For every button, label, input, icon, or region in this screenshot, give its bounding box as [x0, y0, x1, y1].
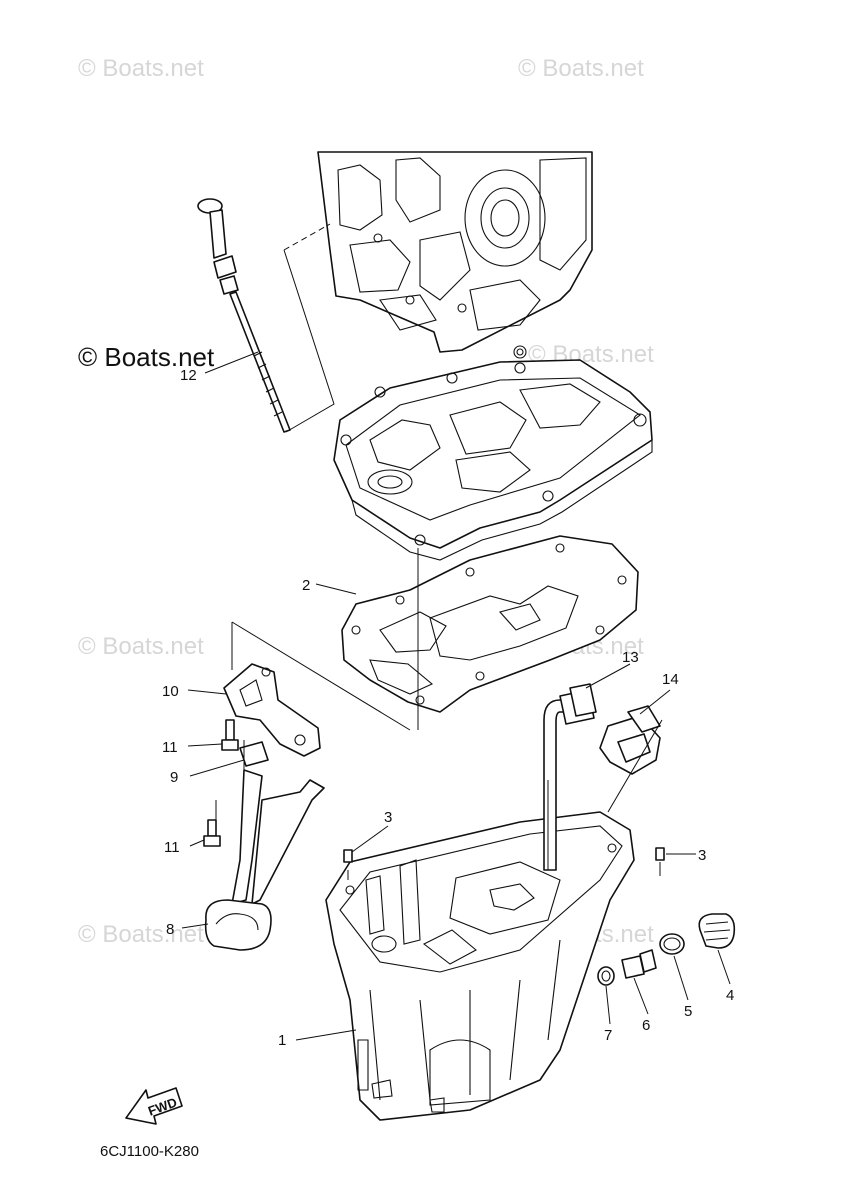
fwd-arrow: FWD [125, 1087, 183, 1125]
callout-6: 6 [642, 1017, 650, 1034]
bolts [203, 719, 239, 847]
callout-11-upper: 11 [162, 739, 178, 756]
dipstick [197, 198, 291, 433]
watermark-top-right: © Boats.net [518, 55, 644, 82]
callout-5: 5 [684, 1003, 692, 1020]
oil-pan [325, 811, 635, 1121]
callout-7: 7 [604, 1027, 612, 1044]
callout-12: 12 [180, 367, 197, 384]
watermark-left-lower: © Boats.net [78, 921, 204, 948]
callout-13: 13 [622, 649, 639, 666]
callout-4: 4 [726, 987, 734, 1004]
bracket [223, 663, 321, 767]
sensor-holder [599, 705, 661, 775]
watermark-dark: © Boats.net [78, 342, 215, 372]
leader-lines [181, 223, 731, 1041]
callout-10: 10 [162, 683, 179, 700]
watermark-top-left: © Boats.net [78, 55, 204, 82]
engine-block [317, 151, 593, 359]
watermark-left-middle: © Boats.net [78, 633, 204, 660]
callout-numbers: 1 2 3 3 4 5 6 7 8 9 10 11 11 12 13 14 [162, 367, 734, 1049]
small-parts [343, 847, 736, 986]
gasket [341, 535, 639, 713]
callout-2: 2 [302, 577, 310, 594]
oil-hose [543, 683, 597, 871]
oil-strainer [204, 769, 325, 951]
exhaust-guide-plate [333, 359, 653, 561]
callout-1: 1 [278, 1032, 286, 1049]
callout-11-lower: 11 [164, 839, 180, 856]
callout-9: 9 [170, 769, 178, 786]
callout-14: 14 [662, 671, 679, 688]
diagram-code: 6CJ1100-K280 [100, 1143, 199, 1160]
callout-3-left: 3 [384, 809, 392, 826]
callout-3-right: 3 [698, 847, 706, 864]
callout-8: 8 [166, 921, 174, 938]
